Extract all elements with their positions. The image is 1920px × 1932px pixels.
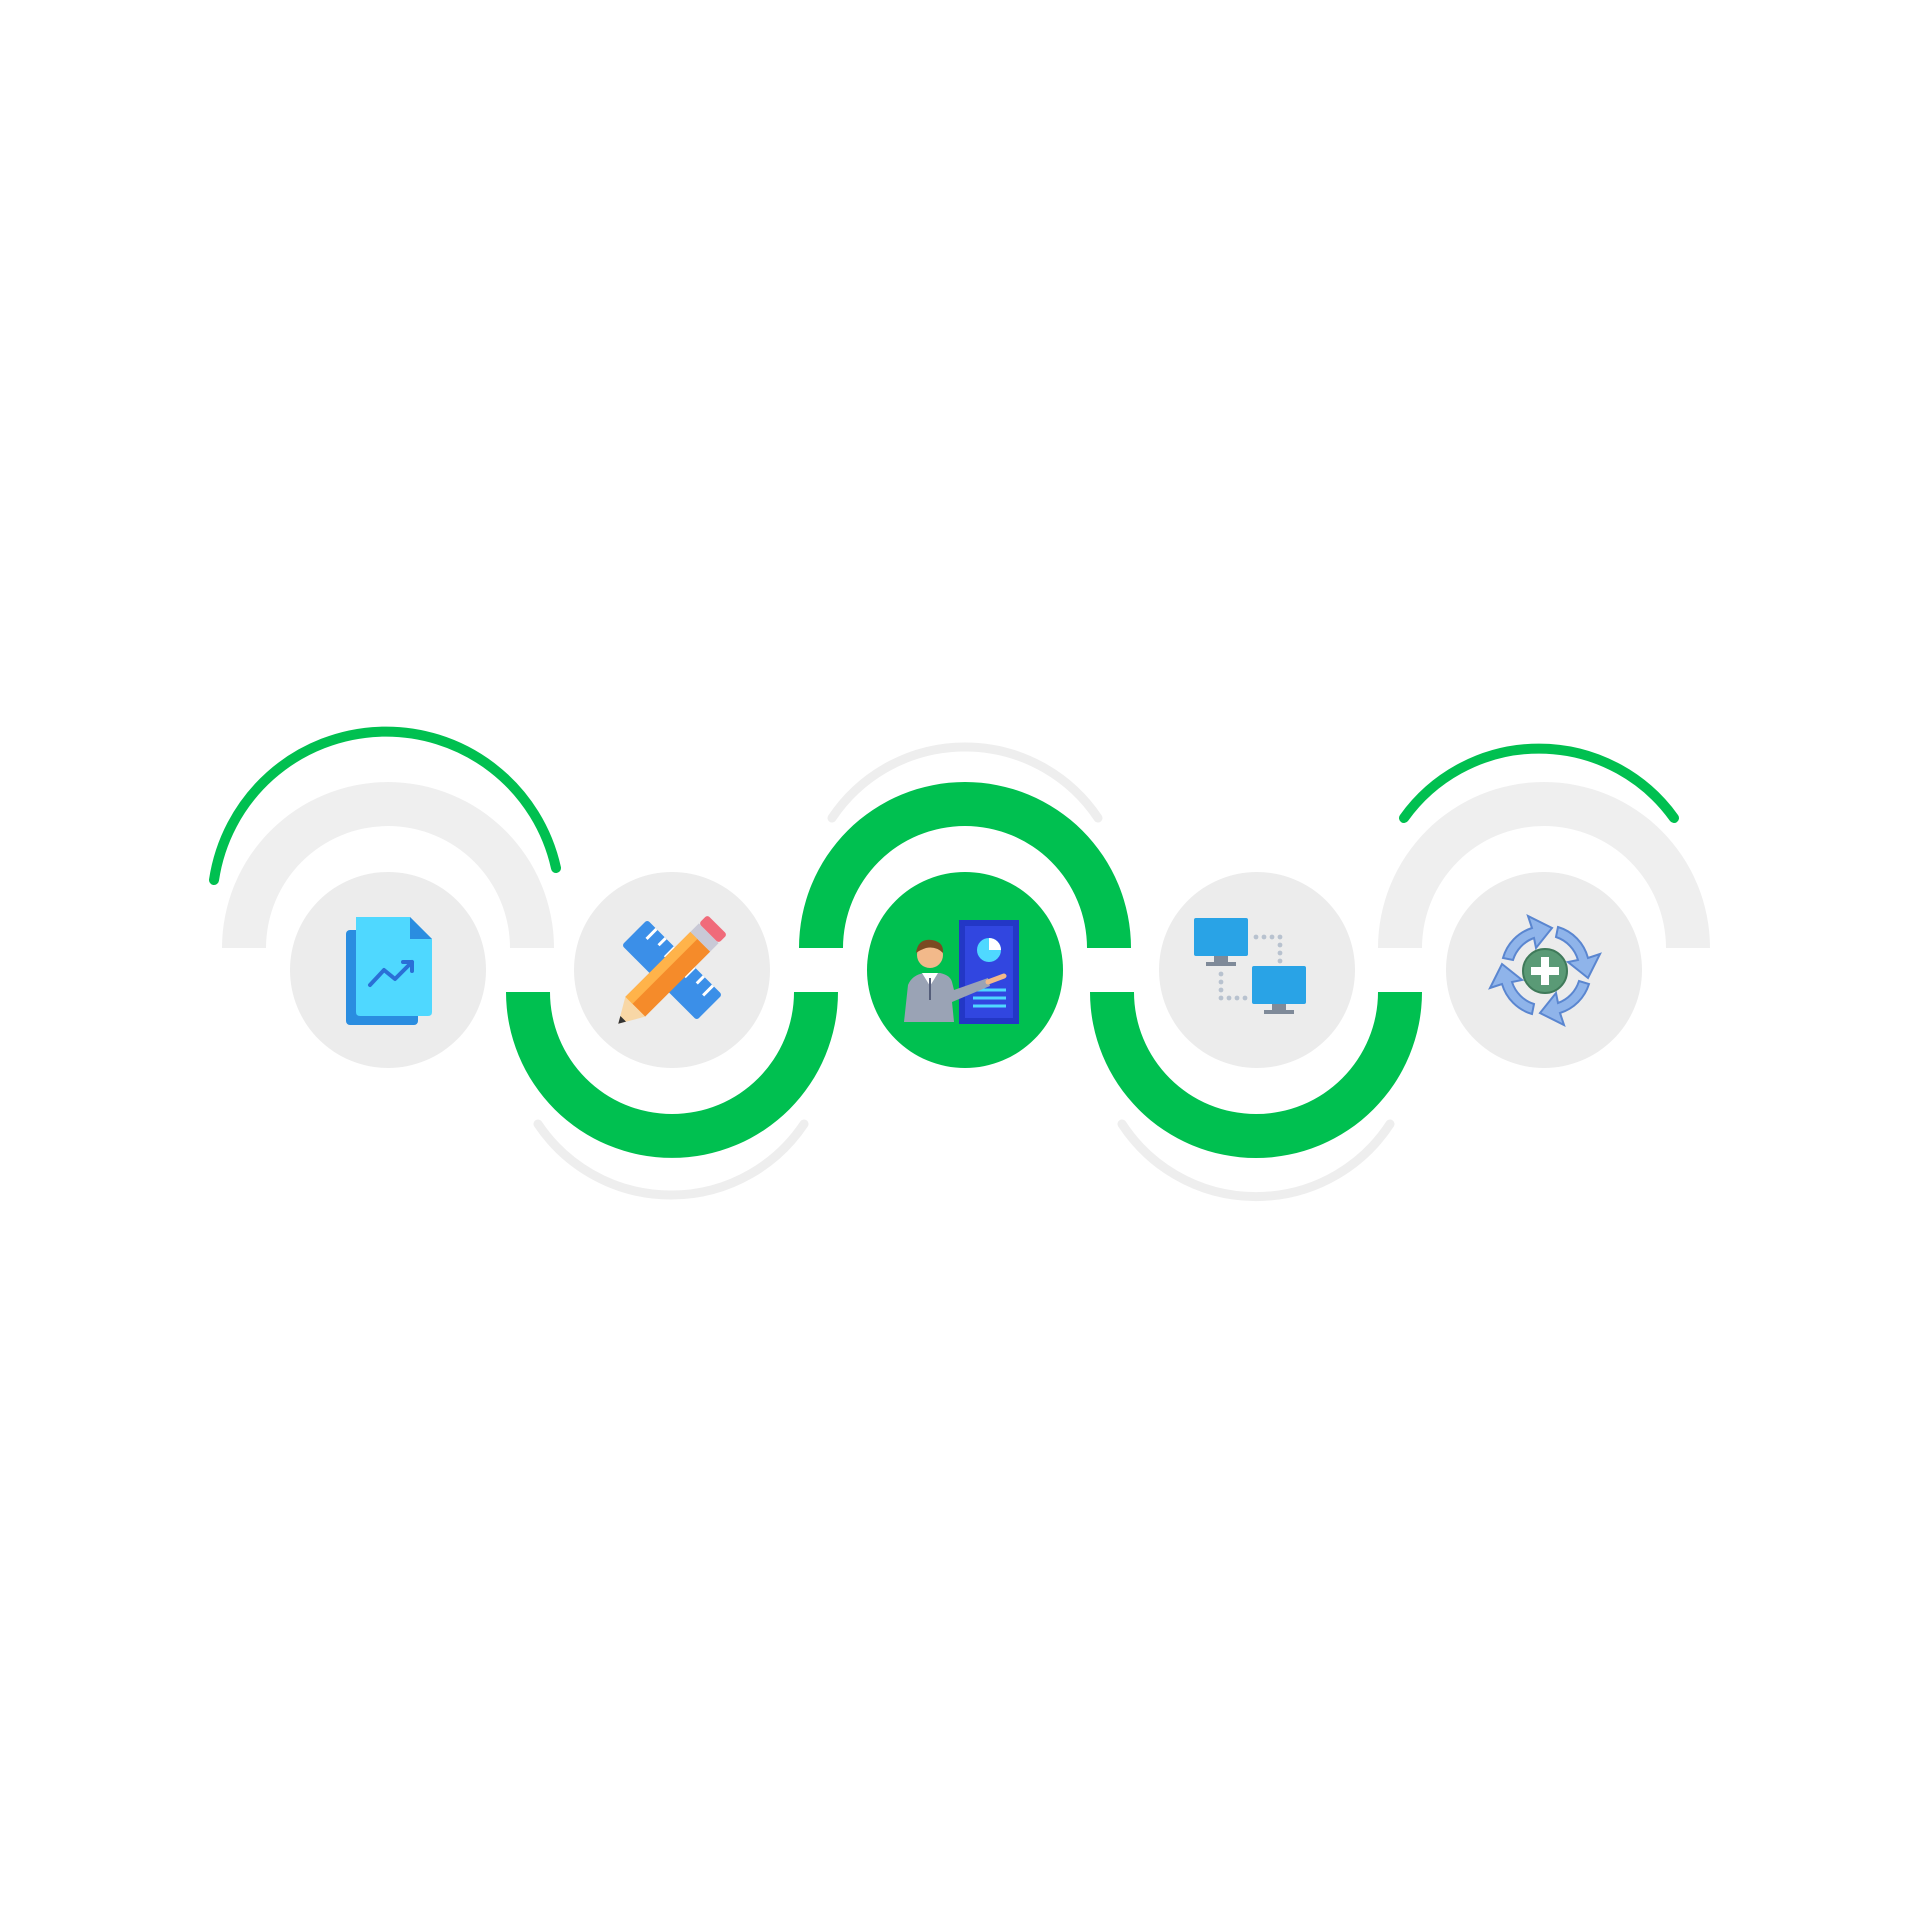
step-2-outer-arc: [533, 1119, 809, 1200]
presenter-board-icon: [904, 920, 1019, 1024]
step-1-outer-arc: [209, 726, 561, 885]
ruler-pencil-design-icon: [618, 916, 726, 1024]
step-2-lower-band: [506, 992, 838, 1158]
refresh-cycle-plus-icon: [1488, 914, 1602, 1027]
network-computers-icon: [1194, 918, 1306, 1014]
report-chart-document-icon: [346, 917, 432, 1025]
step-5-upper-band: [1378, 782, 1710, 948]
step-3-upper-band: [799, 782, 1131, 948]
step-5-outer-arc: [1399, 743, 1679, 823]
step-3-outer-arc: [827, 742, 1103, 823]
step-4-lower-band: [1090, 992, 1422, 1158]
step-1-upper-band: [222, 782, 554, 948]
step-4-outer-arc: [1117, 1119, 1395, 1201]
